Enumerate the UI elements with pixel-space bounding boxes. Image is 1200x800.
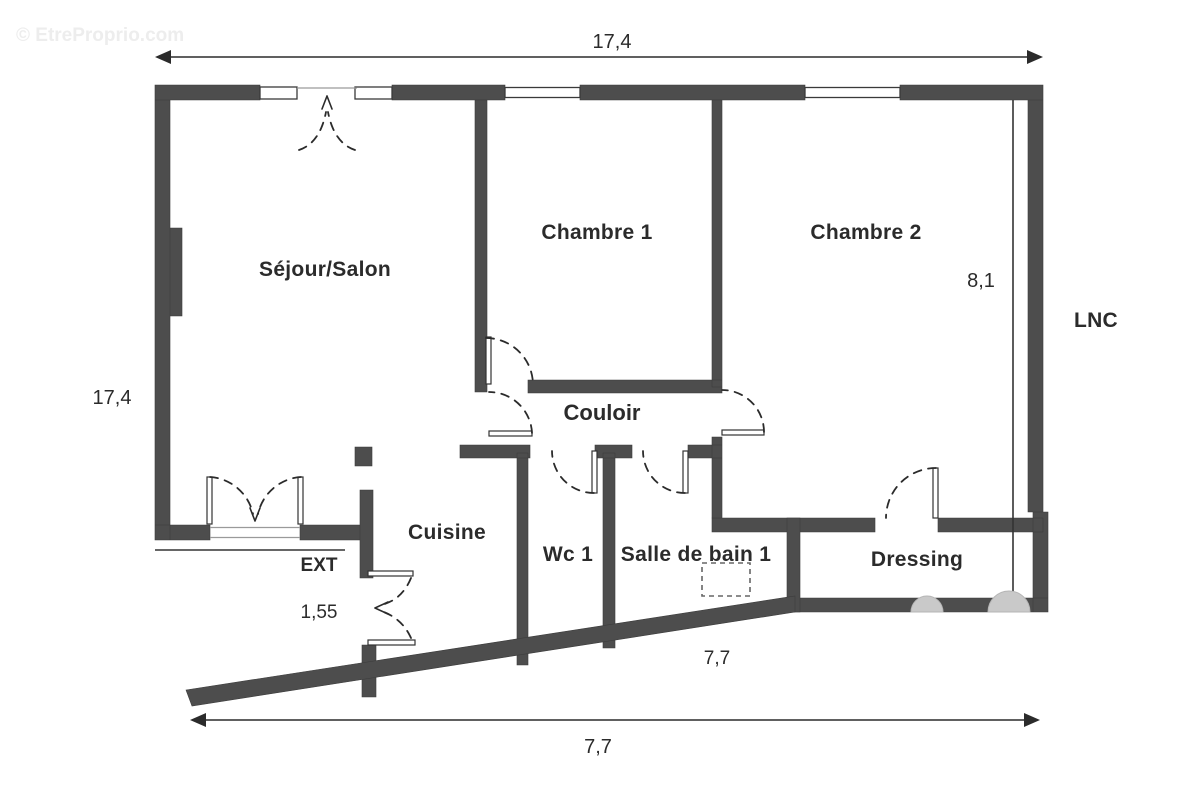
door-leaf-french-left	[206, 476, 213, 525]
dimension-bottom: 7,7	[584, 736, 612, 758]
window-chambre2	[804, 86, 901, 99]
door-leaf-ext-top	[367, 570, 414, 577]
door-leaf-dressing	[932, 467, 939, 519]
dimension-ext-passage: 1,55	[301, 602, 338, 623]
room-label-salle-de-bain1: Salle de bain 1	[621, 543, 771, 566]
room-label-sejour: Séjour/Salon	[259, 258, 391, 281]
door-leaf-sejour-couloir	[488, 430, 533, 437]
labels: © EtreProprio.com 17,4 17,4 8,1 1,55 7,7…	[16, 25, 1118, 758]
room-label-chambre2: Chambre 2	[810, 221, 921, 244]
dimension-arrows	[155, 50, 1043, 727]
dimension-chambre2: 8,1	[967, 270, 995, 292]
dimension-top: 17,4	[593, 31, 632, 53]
window-chambre1	[504, 86, 581, 99]
annotation-ext: EXT	[301, 555, 338, 576]
door-leaf-salle-de-bain	[682, 450, 689, 494]
diagonal-wall	[185, 595, 796, 707]
top-dimension-arrowhead-left	[155, 50, 171, 64]
dimension-diagonal: 7,7	[704, 648, 730, 669]
room-label-wc1: Wc 1	[543, 543, 593, 566]
room-label-cuisine: Cuisine	[408, 521, 486, 544]
door-leaves	[206, 336, 939, 646]
door-leaf-chambre2	[721, 429, 765, 436]
room-label-couloir: Couloir	[564, 400, 641, 425]
window-sejour-right	[354, 86, 393, 100]
inner-walls	[354, 99, 801, 698]
door-leaf-chambre1	[485, 336, 492, 385]
walls	[154, 84, 1049, 707]
sink-semicircle-right	[987, 590, 1031, 613]
door-leaf-ext-bottom	[367, 639, 416, 646]
bottom-dimension-arrowhead-right	[1024, 713, 1040, 727]
annotation-lnc: LNC	[1074, 309, 1118, 332]
watermark-text: © EtreProprio.com	[16, 25, 184, 46]
shower-outline	[701, 562, 751, 597]
room-label-chambre1: Chambre 1	[541, 221, 652, 244]
door-leaf-wc1	[591, 450, 598, 494]
door-center-arrows	[249, 95, 389, 615]
bottom-dimension-arrowhead-left	[190, 713, 206, 727]
sink-semicircle-left	[910, 595, 944, 613]
opening-line-terrace-door	[210, 526, 300, 539]
door-swing-arcs	[209, 111, 937, 639]
room-label-dressing: Dressing	[871, 548, 963, 571]
dimension-left: 17,4	[93, 387, 132, 409]
windows	[210, 86, 901, 539]
window-sejour-left	[259, 86, 298, 100]
door-leaf-french-right	[297, 476, 304, 525]
outer-walls	[154, 84, 1049, 613]
top-dimension-arrowhead-right	[1027, 50, 1043, 64]
